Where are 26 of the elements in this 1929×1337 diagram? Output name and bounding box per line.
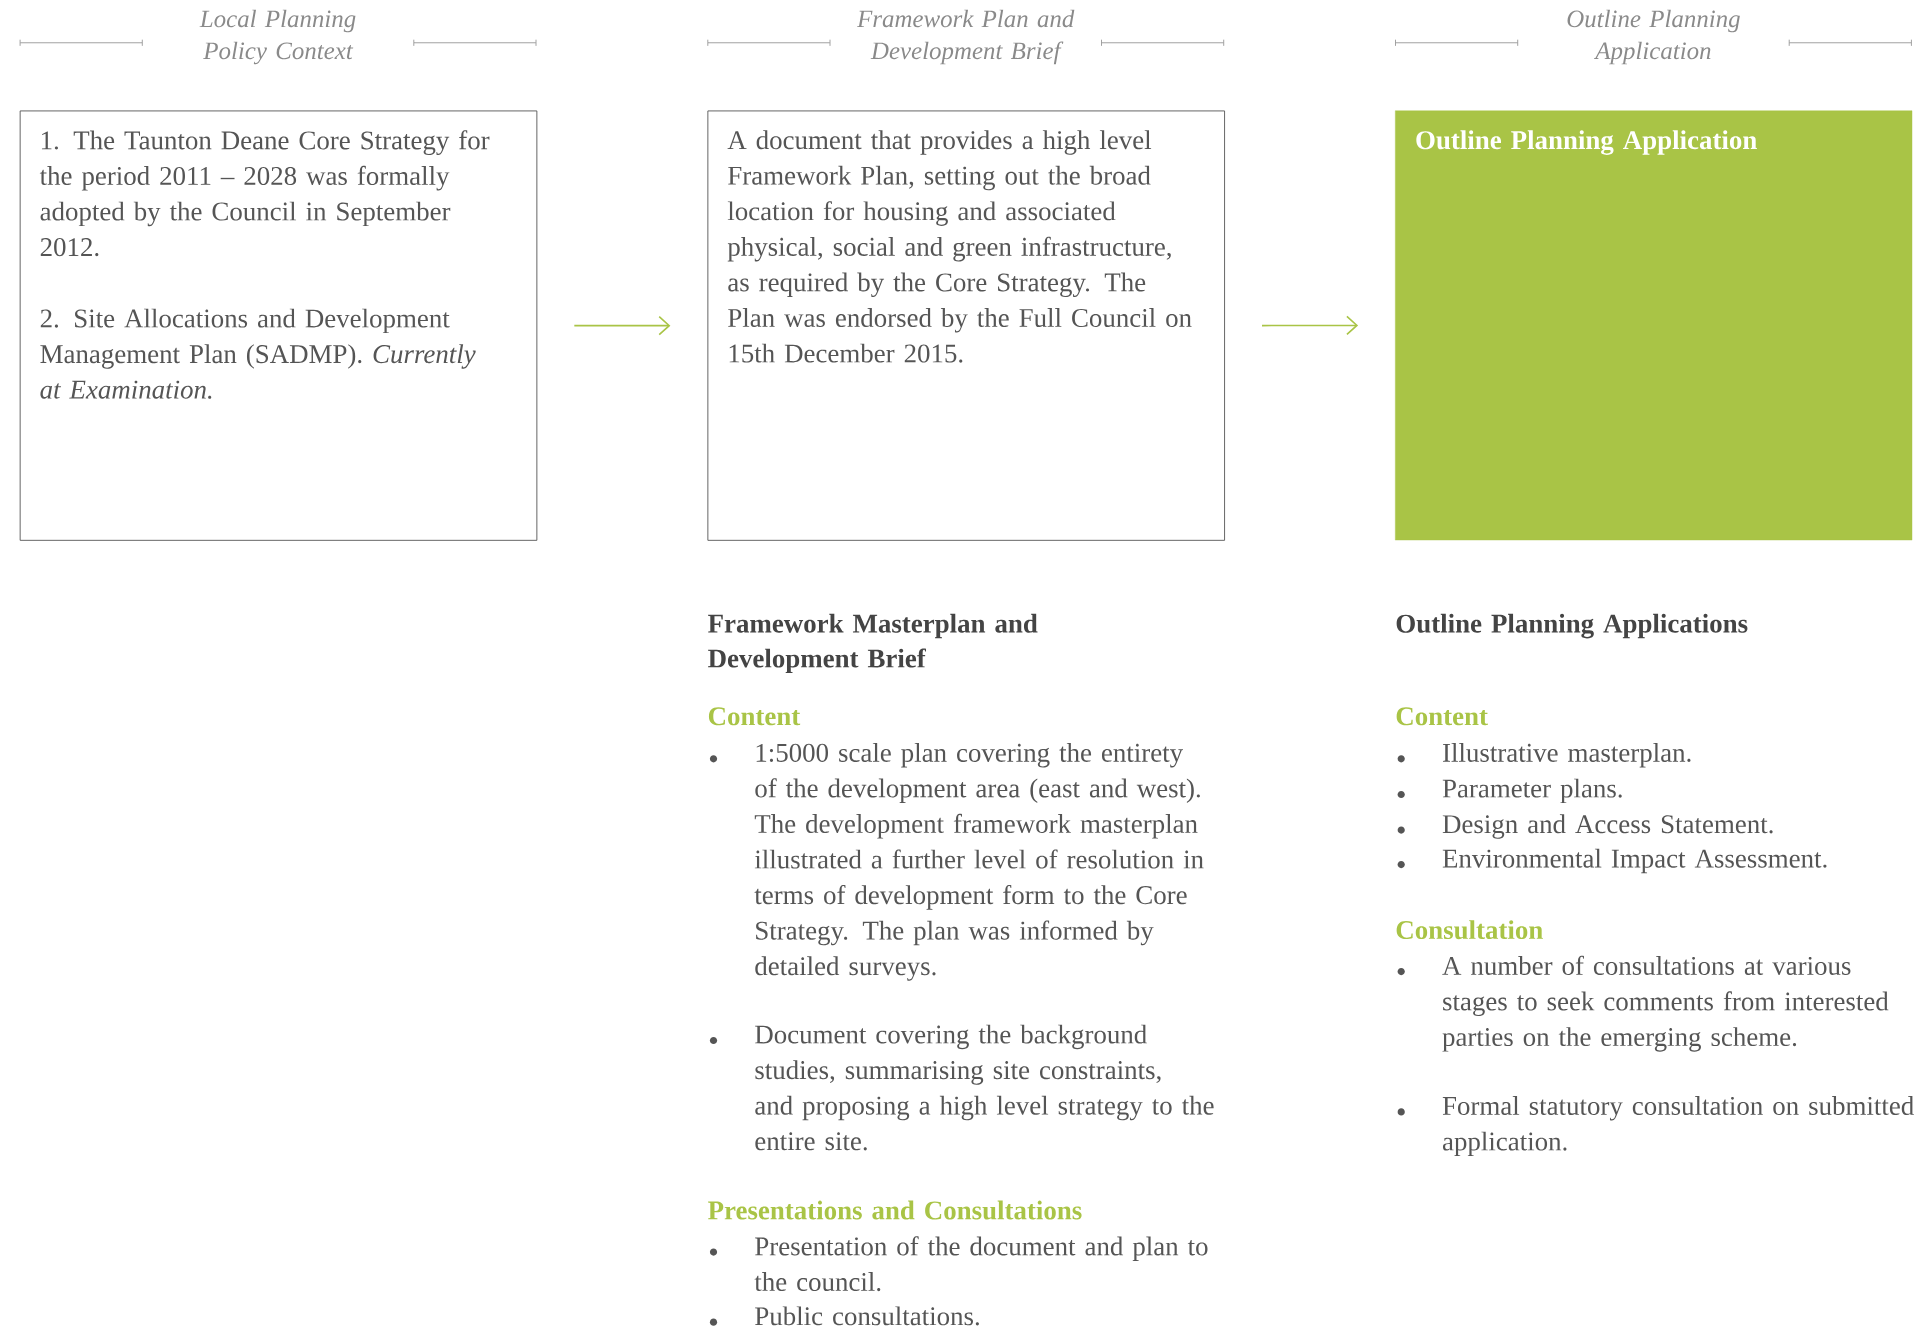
section-heading: Framework Masterplan and Development Brief <box>708 613 1038 674</box>
list-item: 1:5000 scale plan covering the entirety of the development area (east and west). The development framework masterplan illustrated a further level of resolution in terms of development form to the Core Strategy. The plan was informed by detailed surveys. <box>754 742 1204 981</box>
list-item: Illustrative masterplan. <box>1443 742 1691 768</box>
list-item: Presentation of the document and plan to the council. <box>754 1236 1208 1292</box>
section-heading: Outline Planning Applications <box>1396 613 1748 639</box>
list-item: Document covering the background studies, summarising site constraints, and proposing a high level strategy to the entire site. <box>755 1024 1214 1151</box>
column-heading: Framework Plan and Development Brief <box>856 9 1075 65</box>
title-box: Outline Planning Application <box>1395 110 1913 541</box>
list-item: Environmental Impact Assessment. <box>1442 848 1827 874</box>
arrow <box>1261 315 1359 336</box>
list-item: Formal statutory consultation on submitted application. <box>1442 1096 1914 1157</box>
node-label: 1. The Taunton Deane Core Strategy for the period 2011 – 2028 was formally adopted by the Council in September 2012. <box>39 130 490 257</box>
column-heading: Outline Planning Application <box>1567 9 1740 65</box>
list-item: Public consultations. <box>755 1306 979 1326</box>
subheading: Content <box>708 707 801 726</box>
list-item: Design and Access Statement. <box>1442 814 1773 839</box>
node-label: 2. Site Allocations and Development Management Plan (SADMP). Currently at Examination. <box>40 308 476 399</box>
subheading: Presentations and Consultations <box>708 1200 1082 1220</box>
subheading: Consultation <box>1396 920 1543 940</box>
list-item: Parameter plans. <box>1442 778 1622 804</box>
arrow <box>573 315 671 336</box>
subheading: Content <box>1396 707 1488 726</box>
list-item: A number of consultations at various stages to seek comments from interested parties on the emerging scheme. <box>1442 955 1889 1052</box>
text-box: A document that provides a high level Framework Plan, setting out the broad location for housing and associated physical, social and green infrastructure, as required by the Core Strategy. The Plan was endorsed by the Full Council on 15th December 2015. <box>707 110 1225 541</box>
text-box: 1. The Taunton Deane Core Strategy for the period 2011 – 2028 was formally adopted by the Council in September 2012. 2. Site Allocations and Development Management Plan (SADMP). Currently at Examination. <box>19 110 538 541</box>
column-heading: Local Planning Policy Context <box>199 9 356 65</box>
